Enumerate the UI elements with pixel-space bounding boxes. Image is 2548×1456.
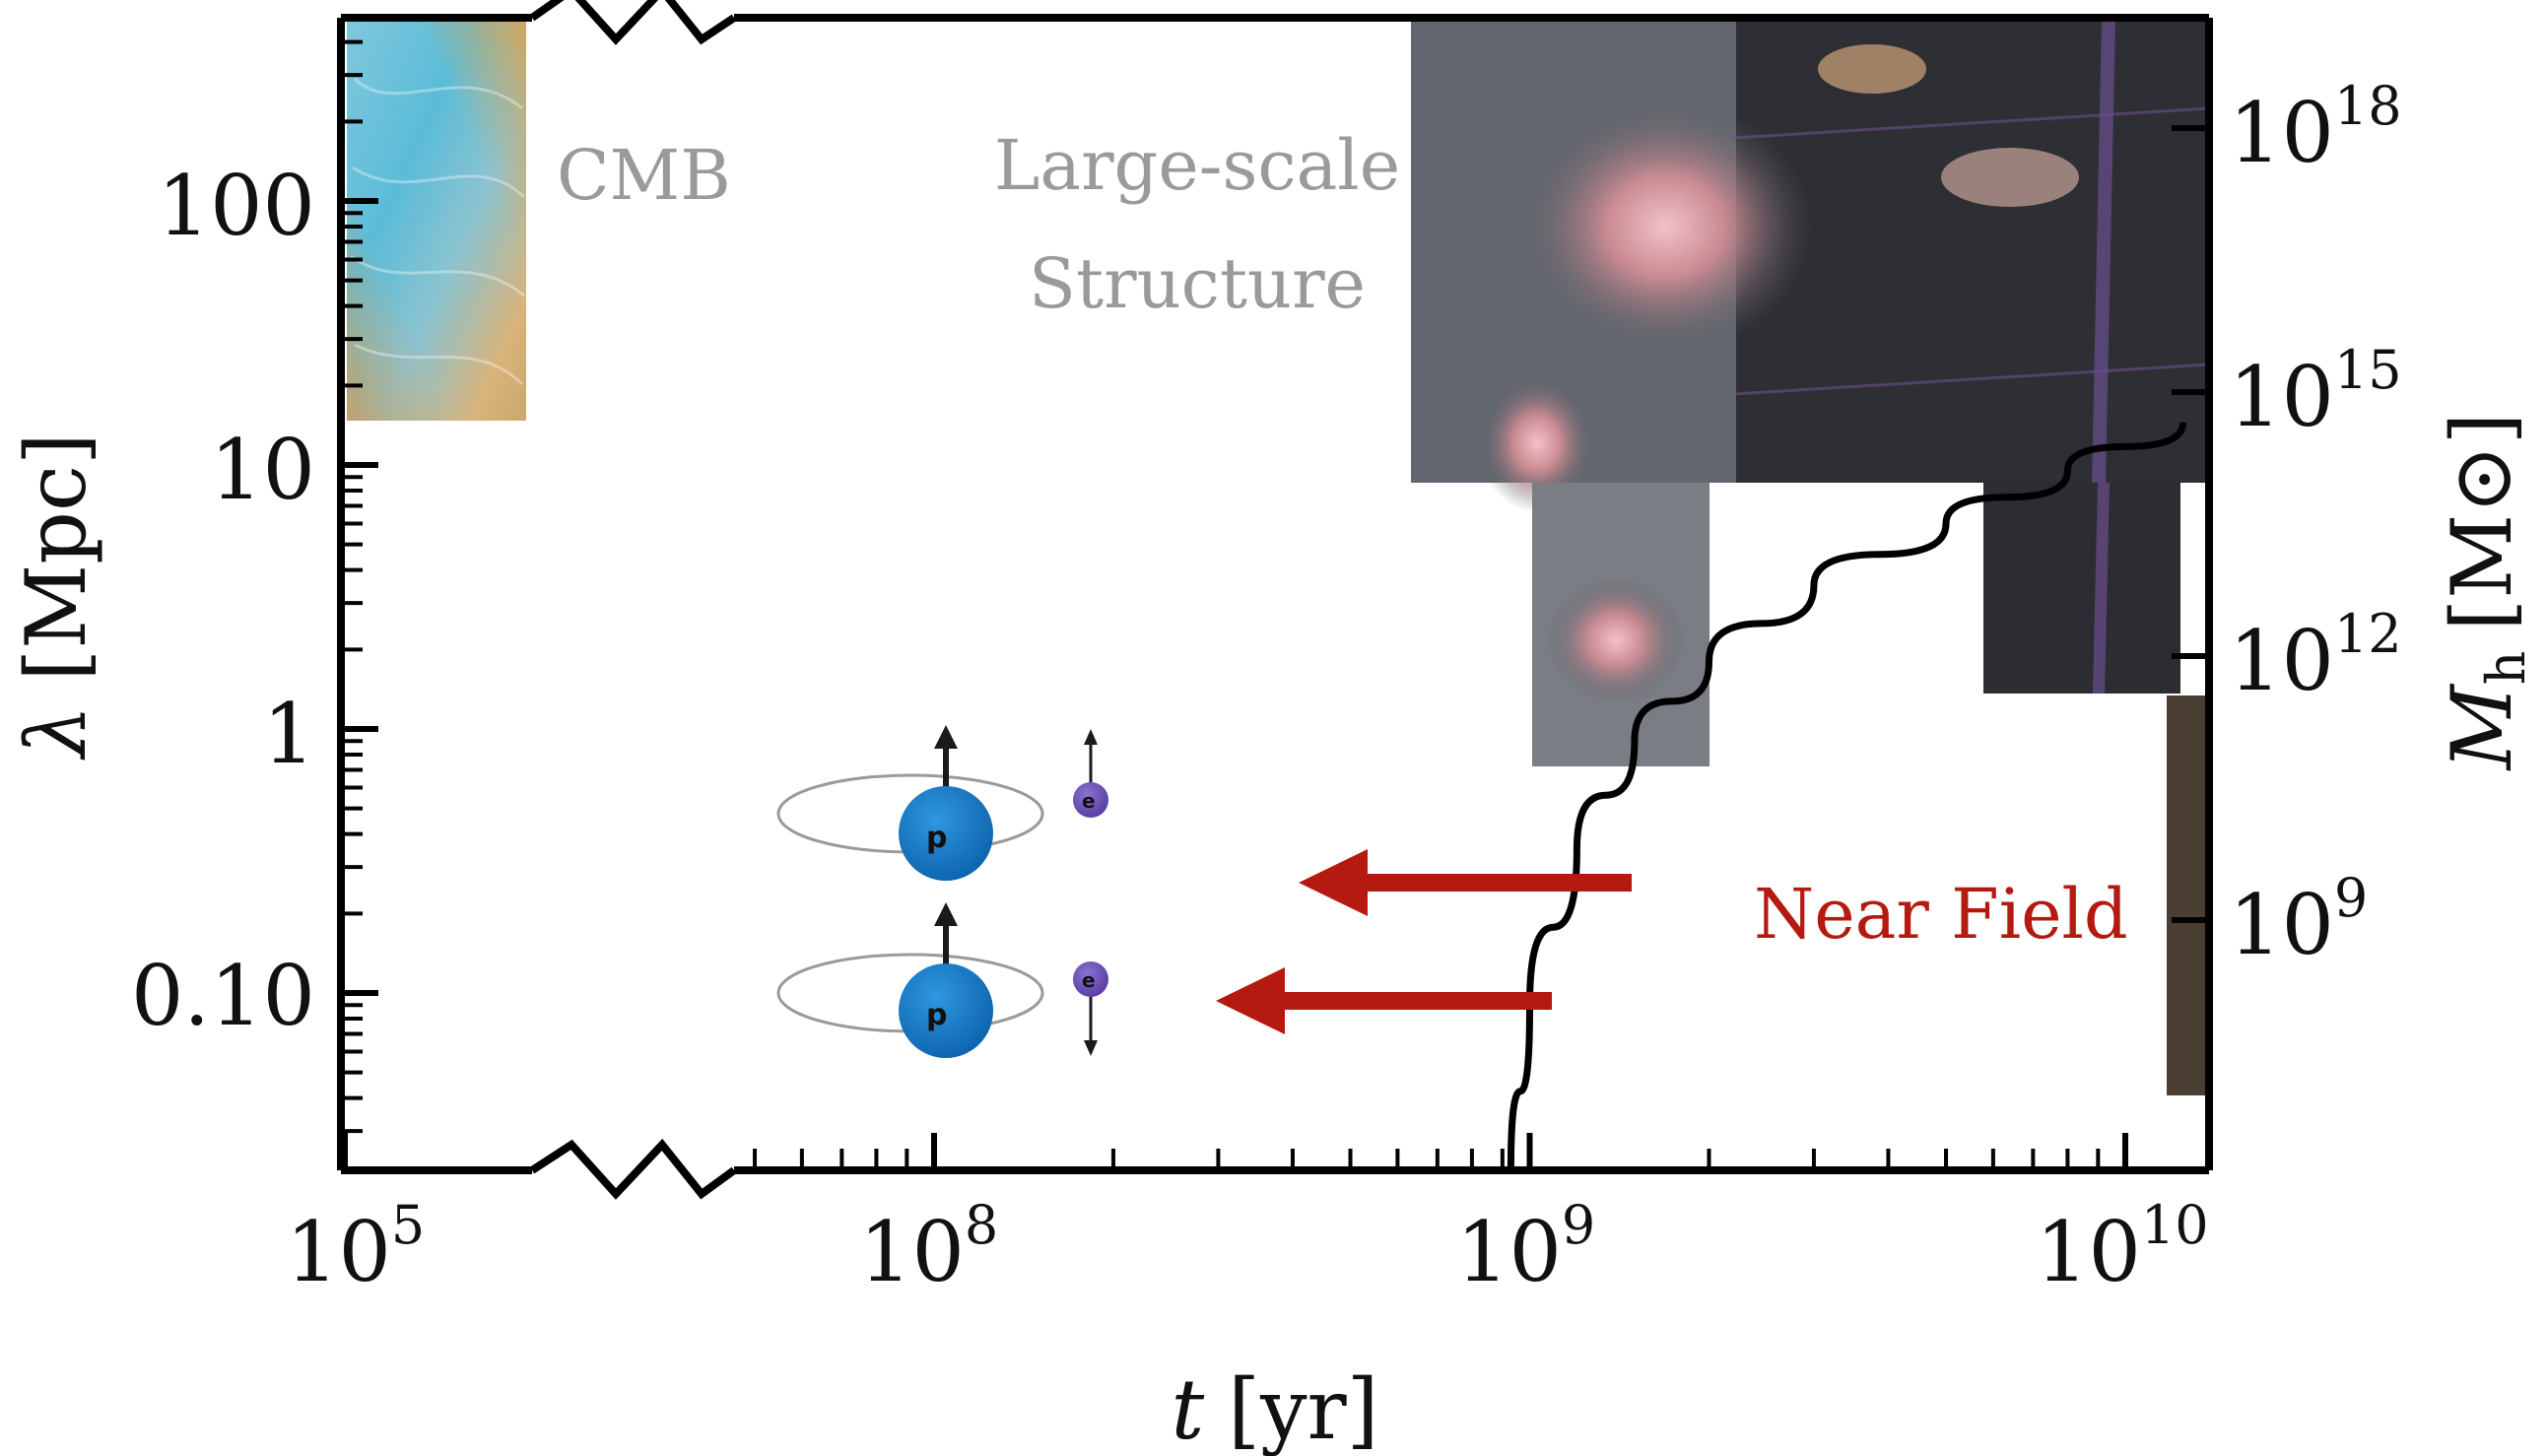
y-tick-label: 1	[263, 686, 315, 782]
x-axis-label: t[yr]	[1172, 1361, 1379, 1456]
electron-icon	[1073, 782, 1108, 818]
x-tick-label: 1010	[2036, 1194, 2209, 1300]
y-tick-label: 100	[158, 158, 315, 254]
right-tick-label: 1018	[2229, 75, 2402, 181]
right-tick-label: 109	[2229, 867, 2368, 973]
hydrogen-atom-aligned	[776, 725, 1108, 881]
hydrogen-atom-antialigned	[776, 902, 1108, 1058]
near-field-arrow-upper	[1299, 849, 1632, 916]
x-minor-ticks	[342, 1133, 2128, 1166]
proton-label: p	[926, 821, 947, 855]
large-scale-structure-image	[1411, 19, 2210, 1095]
left-y-minor-ticks	[345, 39, 378, 1134]
proton-icon	[899, 963, 993, 1058]
electron-icon	[1073, 961, 1108, 997]
axes-frame	[337, 0, 2213, 1200]
x-tick-label: 105	[286, 1194, 425, 1300]
electron-label: e	[1082, 789, 1096, 813]
proton-label: p	[926, 998, 947, 1032]
right-tick-label: 1012	[2229, 603, 2402, 709]
annotation-near-field: Near Field	[1754, 874, 2128, 955]
y-axis-label: λ[Mpc]	[8, 432, 104, 761]
annotation-cmb: CMB	[557, 135, 731, 216]
right-y-ticks	[2172, 125, 2205, 923]
near-field-arrow-lower	[1216, 967, 1552, 1034]
proton-icon	[899, 786, 993, 881]
annotation-lss-line1: Large-scale	[994, 125, 1400, 206]
annotation-lss-line2: Structure	[1029, 243, 1366, 324]
series-line	[1507, 422, 2187, 1171]
x-tick-label: 108	[859, 1194, 998, 1300]
electron-label: e	[1082, 968, 1096, 992]
cmb-image	[347, 22, 526, 421]
y-tick-label: 10	[210, 422, 315, 518]
right-tick-label: 1015	[2229, 339, 2402, 445]
y-tick-label: 0.10	[131, 948, 315, 1044]
right-y-axis-label: Mh[M⊙]	[2434, 413, 2537, 772]
x-tick-label: 109	[1456, 1194, 1595, 1300]
